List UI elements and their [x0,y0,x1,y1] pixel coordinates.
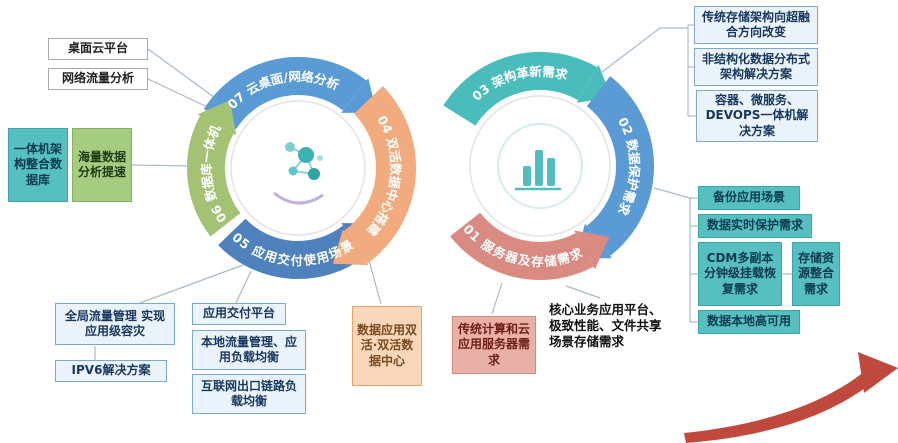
molecule-node [298,147,314,163]
connector-line [565,285,601,299]
molecule-icon [273,142,324,205]
purple-swoosh-icon [273,191,324,205]
right-wheel [443,51,655,281]
callout-dual-active: 数据应用双活·双活数据中心 [352,306,422,386]
callout-local-ha: 数据本地高可用 [698,310,800,334]
callout-container-devops: 容器、微服务、DEVOPS一体机解决方案 [696,90,818,142]
molecule-node [285,142,295,152]
callout-traditional-server: 传统计算和云应用服务器需求 [452,316,536,374]
callout-storage-to-hci: 传统存储架构向超融合方向改变 [694,6,818,44]
chart-bar [523,166,531,186]
callout-cdm-recovery: CDM多副本分钟级挂载恢复需求 [698,242,782,306]
connector-lines [94,24,792,360]
swoosh-arrow-icon [684,352,898,443]
callout-desktop-cloud: 桌面云平台 [48,38,148,60]
callout-mass-data: 海量数据分析提速 [72,128,132,202]
molecule-node [288,166,298,176]
connector-line [147,48,223,104]
molecule-node [317,155,323,161]
callout-app-delivery: 应用交付平台 [192,303,286,325]
arc-02 [576,76,655,259]
swoosh-tip [858,352,898,393]
arc-06 [187,100,241,237]
left-wheel [187,56,416,279]
callout-network-traffic: 网络流量分析 [48,68,148,90]
callout-storage-consolidation: 存储资源整合需求 [792,242,840,306]
connector-line [235,270,252,304]
arc-03 [443,51,612,127]
connector-line [131,164,194,167]
callout-ipv6: IPV6解决方案 [55,360,167,382]
connector-line [653,187,691,199]
bar-chart-icon [497,123,583,209]
left-wheel-center [230,100,366,236]
molecule-node [308,168,320,180]
callout-global-traffic: 全局流量管理 实现应用级容灾 [55,303,175,345]
connector-line [367,256,382,305]
callout-core-business: 核心业务应用平台、极致性能、文件共享场景存储需求 [549,302,662,349]
callout-realtime-protection: 数据实时保护需求 [698,214,812,238]
connector-line [491,282,503,315]
callout-internet-link-lb: 互联网出口链路负载均衡 [192,374,306,414]
callout-backup-scenario: 备份应用场景 [698,186,800,210]
callout-unstructured: 非结构化数据分布式架构解决方案 [694,48,818,86]
callout-allinone-db: 一体机架构整合数据库 [8,128,68,202]
arc-04 [332,86,416,266]
connector-line [601,27,661,73]
connector-line [139,264,244,304]
callout-local-traffic: 本地流量管理、应用负载均衡 [192,330,306,370]
chart-bar [535,150,543,186]
swoosh-ribbon [684,367,881,443]
chart-ring [497,123,583,209]
arc-01 [450,212,610,281]
chart-bar [547,158,555,186]
